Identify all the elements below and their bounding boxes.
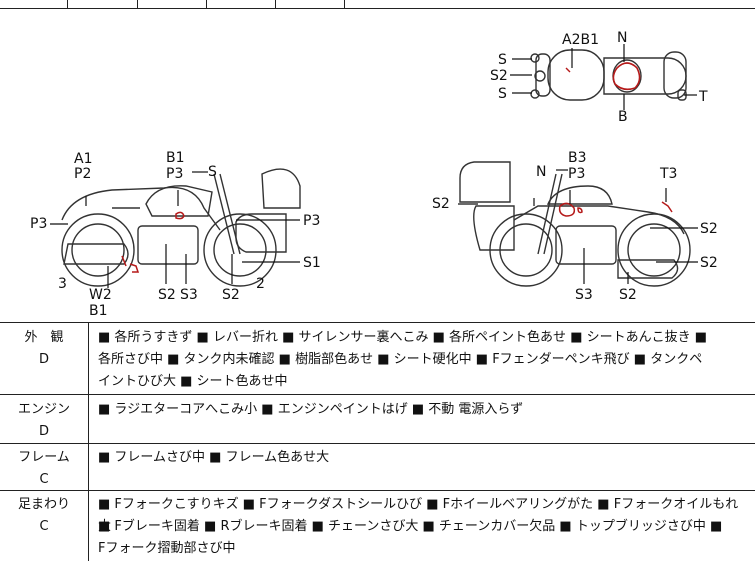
diagram-label: 3 [58,276,67,292]
diagram-label: N [617,30,627,46]
top-view-labels: S S2 S A2B1 N T B [490,30,708,125]
section-grade: D [38,352,49,367]
diagram-label: A1 [74,151,92,167]
diagram-label: S2 [490,68,508,84]
section-line: ■ Fブレーキ固着 ■ Rブレーキ固着 ■ チェーンさび大 ■ チェーンカバー欠… [98,519,723,534]
section-line: ■ Fフォークこすりキズ ■ Fフォークダストシールひび ■ Fホイールベアリン… [98,497,739,534]
diagram-label: B1 [166,150,185,166]
left-view-motorcycle [61,168,301,287]
diagram-label: B1 [89,303,108,319]
section-label: 足まわり [17,497,70,512]
section-line: ■ ラジエターコアへこみ小 ■ エンジンペイントはげ ■ 不動 電源入らず [98,402,524,417]
diagram-label: T3 [659,166,677,182]
header-divider [137,0,138,8]
row-divider [0,443,755,444]
section-line: ■ 各所うすきず ■ レバー折れ ■ サイレンサー裏へこみ ■ 各所ペイント色あ… [98,330,708,345]
header-divider [206,0,207,8]
diagram-label: S3 [180,287,198,303]
section-label: フレーム [18,450,70,465]
diagram-label: P3 [30,216,47,232]
diagram-label: B [618,109,628,125]
right-view-leaders [458,169,698,284]
diagram-label: S [498,52,507,68]
section-line: 各所さび中 ■ タンク内未確認 ■ 樹脂部色あせ ■ シート硬化中 ■ Fフェン… [98,352,703,367]
section-grade: C [39,519,49,534]
left-view-damage [121,211,185,273]
diagram-label: S3 [575,287,593,303]
right-view-motorcycle [459,161,691,287]
diagram-label: S [498,86,507,102]
diagram-label: W2 [89,287,112,303]
diagram-label: S2 [158,287,176,303]
damage-mark [565,67,571,73]
diagram-label: B3 [568,150,587,166]
diagram-label: S2 [700,255,718,271]
row-divider [0,394,755,395]
motorcycle-damage-diagram: S S2 S A2B1 N T B [30,30,718,319]
section-line: ■ フレームさび中 ■ フレーム色あせ大 [98,450,330,465]
diagram-label: S2 [222,287,240,303]
header-divider [67,0,68,8]
section-grade: D [38,424,49,439]
section-label: 外 観 [24,330,64,345]
diagram-label: P3 [166,166,183,182]
section-grade: C [39,472,49,487]
left-view-labels: A1 P2 P3 B1 P3 S P3 3 W2 B1 S2 S3 S2 2 S… [30,150,321,319]
table-top-border [0,322,755,323]
diagram-label: P2 [74,166,91,182]
diagram-label: S [208,164,217,180]
header-divider [344,0,345,8]
left-view-leaders [50,171,300,288]
diagram-label: P3 [568,166,585,182]
damage-mark [612,62,641,91]
diagram-label: S2 [619,287,637,303]
section-line: Fフォーク摺動部さび中 [98,541,236,556]
diagram-label: S2 [432,196,450,212]
top-view-leaders [510,44,697,110]
diagram-label: P3 [303,213,320,229]
diagram-label: N [536,164,546,180]
section-label: エンジン [17,402,70,417]
diagram-label: T [698,89,708,105]
header-divider [275,0,276,8]
diagram-label: S2 [700,221,718,237]
row-divider [0,490,755,491]
top-view-motorcycle [530,49,687,101]
diagram-label: 2 [256,276,265,292]
right-view-damage [558,201,673,217]
column-divider [88,322,89,561]
diagram-label: A2B1 [562,32,599,48]
diagram-label: S1 [303,255,321,271]
section-line: イントひび大 ■ シート色あせ中 [98,374,288,389]
right-view-labels: B3 N P3 T3 S2 S2 S2 S3 S2 [432,150,718,303]
header-table-bottom-border [0,8,755,9]
